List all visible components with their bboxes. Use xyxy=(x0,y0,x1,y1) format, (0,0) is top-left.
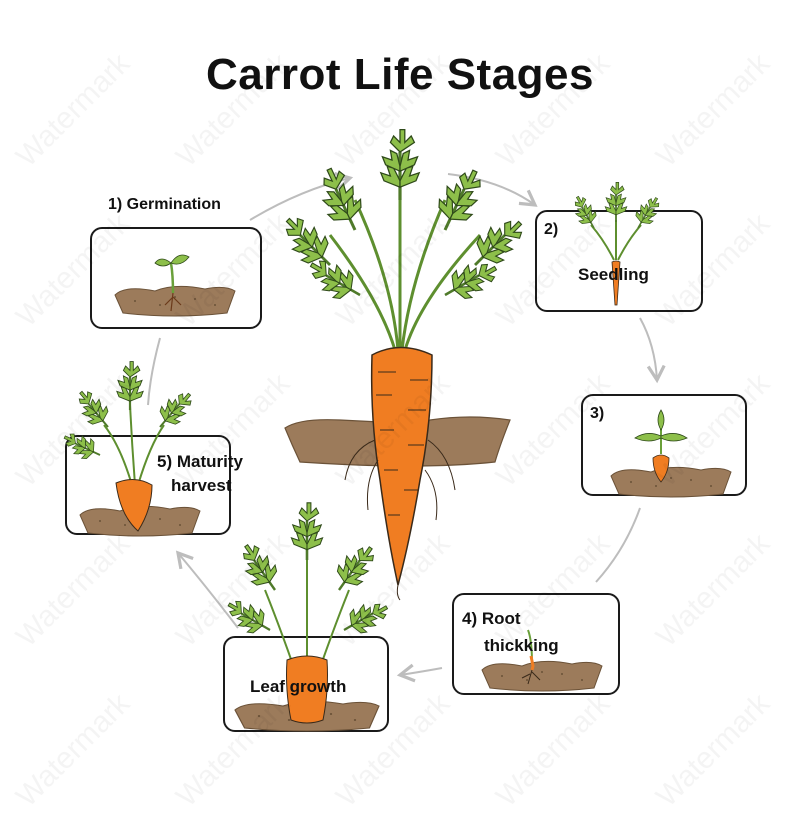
stage-5-label-line2: harvest xyxy=(171,476,232,495)
stage-3-number: 3) xyxy=(590,405,605,422)
stage-4-label-line2: thickking xyxy=(484,636,559,655)
stage-leaf-growth-label: Leaf growth xyxy=(250,677,347,696)
stage-2-number: 2) xyxy=(544,221,559,238)
root-thickening-illustration xyxy=(481,629,603,692)
central-carrot-illustration xyxy=(273,128,532,601)
stage-4-label-line1: 4) Root xyxy=(462,609,521,628)
stage-3-illustration xyxy=(610,409,732,498)
seedling-illustration xyxy=(567,181,665,306)
arrow-1-to-2-right xyxy=(447,173,538,207)
stage-1-label: 1) Germination xyxy=(108,196,221,213)
arrow-6-to-1 xyxy=(147,337,161,406)
diagram-title: Carrot Life Stages xyxy=(206,50,594,99)
germination-illustration xyxy=(114,254,236,317)
leaf-growth-illustration xyxy=(220,501,394,732)
arrow-3-to-4 xyxy=(595,507,641,583)
arrow-4-to-5 xyxy=(396,663,443,683)
maturity-illustration xyxy=(58,360,201,537)
stage-5-label-line1: 5) Maturity xyxy=(157,452,243,471)
arrow-5-to-6 xyxy=(175,550,239,629)
arrow-2-to-3 xyxy=(639,317,666,384)
stage-2-label: Seedling xyxy=(578,265,649,284)
